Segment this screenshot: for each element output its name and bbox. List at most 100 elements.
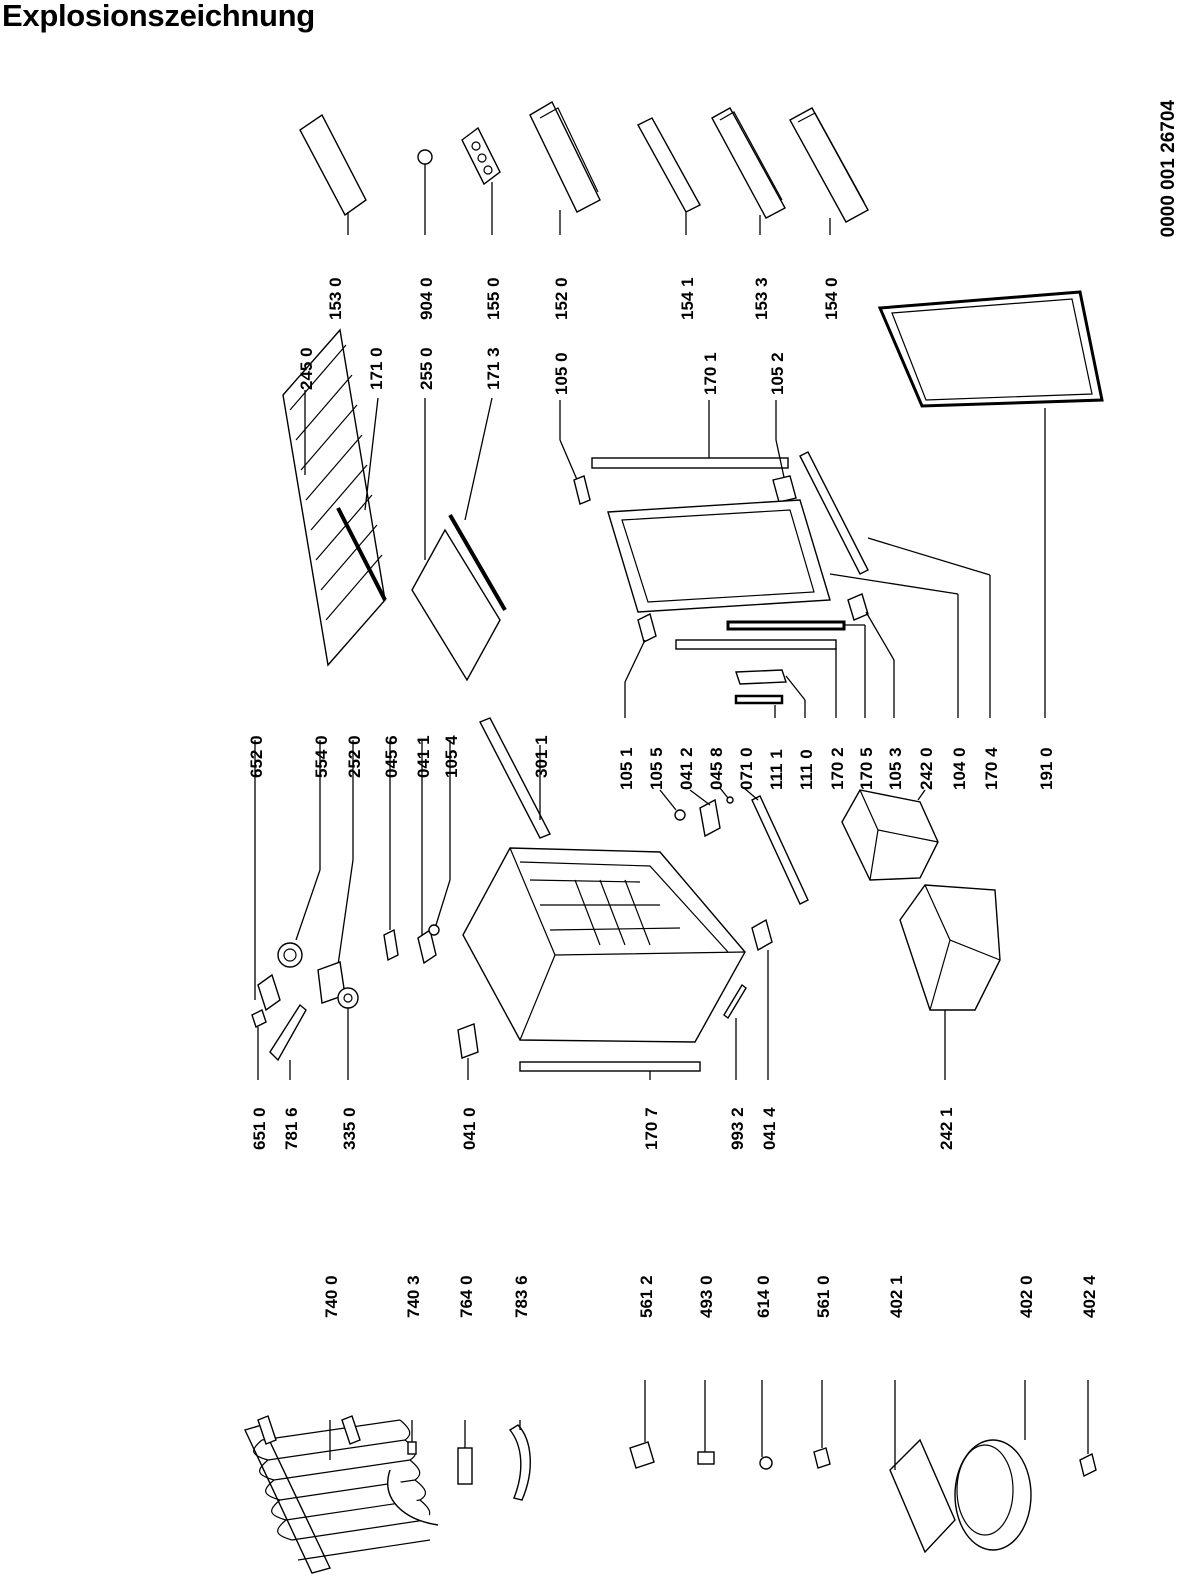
label-105-4: 105 4 [442,735,461,778]
part-614-0 [759,1456,773,1470]
part-152-0 [529,101,601,213]
part-904-0 [417,149,433,165]
part-764-0 [457,1447,473,1485]
label-170-7: 170 7 [642,1107,661,1150]
part-170-7 [519,1061,701,1072]
label-245-0: 245 0 [297,347,316,390]
label-105-0: 105 0 [552,352,571,395]
door-frame-group [559,290,1104,613]
label-561-0: 561 0 [814,1275,833,1318]
part-561-0 [813,1447,831,1469]
part-153-0 [299,113,367,217]
label-402-0: 402 0 [1017,1275,1036,1318]
label-041-1: 041 1 [414,735,433,778]
label-402-4: 402 4 [1080,1275,1099,1318]
label-252-0: 252 0 [345,735,364,778]
label-104-0: 104 0 [950,747,969,790]
label-554-0: 554 0 [312,735,331,778]
label-045-6: 045 6 [382,735,401,778]
part-071-0 [751,795,809,905]
part-651-0 [251,1009,267,1028]
shelves-labels: 245 0 171 0 255 0 171 3 105 0 170 1 105 … [297,347,787,395]
door-labels: 153 0 904 0 155 0 152 0 154 1 153 3 154 … [326,277,841,320]
part-045-8 [726,796,734,804]
label-170-2: 170 2 [828,747,847,790]
door-parts-group [299,101,869,235]
part-154-1 [637,117,701,213]
part-402-4 [1079,1452,1097,1478]
label-170-5: 170 5 [857,747,876,790]
part-652-0 [257,973,281,1012]
part-191-0 [877,290,1104,408]
cabinet-group [251,789,1001,1080]
label-651-0: 651 0 [250,1107,269,1150]
label-111-1: 111 1 [767,749,786,790]
label-105-3: 105 3 [886,747,905,790]
label-170-1: 170 1 [701,352,720,395]
label-154-0: 154 0 [822,277,841,320]
label-171-0: 171 0 [367,347,386,390]
label-242-0: 242 0 [917,747,936,790]
part-041-0 [457,1023,479,1059]
cabinet-labels: 651 0 781 6 335 0 041 0 170 7 993 2 041 … [250,1107,956,1150]
part-242-0 [841,789,939,881]
label-301-1: 301 1 [532,735,551,778]
label-740-0: 740 0 [322,1275,341,1318]
label-242-1: 242 1 [937,1107,956,1150]
part-105-0 [573,475,591,505]
hinges-labels: 105 1 105 5 041 2 045 8 071 0 111 1 111 … [617,747,1056,790]
page-title: Explosionszeichnung [2,0,315,33]
label-255-0: 255 0 [417,347,436,390]
label-402-1: 402 1 [887,1275,906,1318]
label-153-3: 153 3 [752,277,771,320]
part-041-2 [699,798,721,838]
label-652-0: 652 0 [247,735,266,778]
label-561-2: 561 2 [637,1275,656,1318]
electrical-labels: 652 0 554 0 252 0 045 6 041 1 105 4 301 … [247,735,551,778]
label-993-2: 993 2 [728,1107,747,1150]
part-740-3 [407,1441,417,1455]
part-041-1 [417,928,437,965]
label-105-1: 105 1 [617,747,636,790]
part-111-1 [734,694,784,705]
part-041-4 [751,918,773,952]
part-170-4 [799,451,869,575]
part-493-0 [697,1451,715,1465]
part-105-1 [637,612,657,644]
part-171-0 [336,507,387,601]
label-493-0: 493 0 [697,1275,716,1318]
part-045-6 [383,928,399,962]
label-335-0: 335 0 [340,1107,359,1150]
label-071-0: 071 0 [737,747,756,790]
label-171-3: 171 3 [484,347,503,390]
part-255-0 [411,528,501,682]
shelves-group [282,328,507,682]
part-402-1 [889,1438,956,1554]
label-904-0: 904 0 [417,277,436,320]
part-301-1 [479,717,551,839]
part-104-0 [607,499,831,613]
label-105-5: 105 5 [647,747,666,790]
part-171-3 [448,513,507,612]
label-191-0: 191 0 [1037,747,1056,790]
part-402-0 [954,1439,1032,1551]
label-154-1: 154 1 [678,277,697,320]
part-781-6 [269,1003,307,1062]
label-740-3: 740 3 [404,1275,423,1318]
part-105-2 [772,475,797,503]
part-154-0 [789,107,869,223]
label-170-4: 170 4 [982,747,1001,790]
part-242-1 [899,884,1001,1011]
label-614-0: 614 0 [754,1275,773,1318]
label-111-0: 111 0 [797,749,816,790]
refrigeration-labels: 740 0 740 3 764 0 783 6 561 2 493 0 614 … [322,1275,1099,1318]
label-041-2: 041 2 [677,747,696,790]
part-561-2 [629,1441,655,1469]
electrical-group [254,717,551,1012]
part-170-5 [726,620,846,631]
label-155-0: 155 0 [484,277,503,320]
refrigeration-group [244,1380,1097,1574]
part-170-1 [591,457,789,469]
part-153-3 [711,107,786,219]
